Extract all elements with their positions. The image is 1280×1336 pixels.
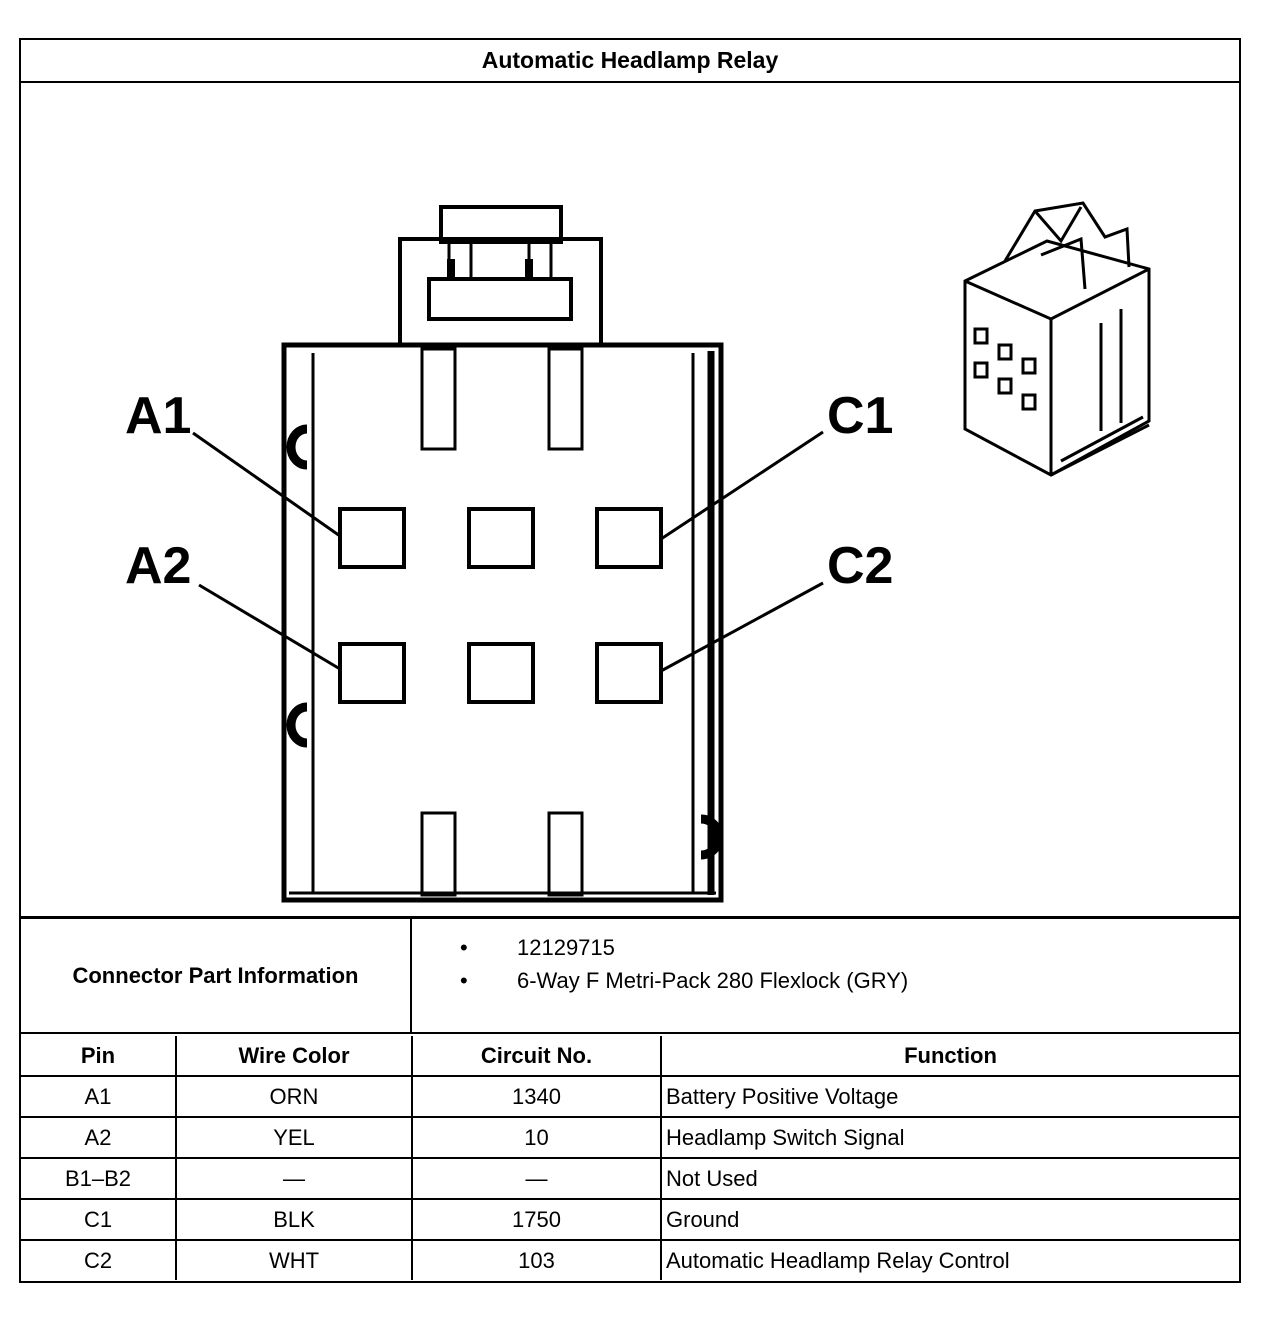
cell-function: Headlamp Switch Signal [660,1116,1239,1159]
table-row: B1–B2 — — Not Used [21,1157,1239,1200]
cell-function: Automatic Headlamp Relay Control [660,1239,1239,1280]
pin-label-a2: A2 [125,537,191,595]
cavity-a1 [338,507,406,569]
cell-pin: B1–B2 [21,1157,177,1200]
cell-pin: C2 [21,1239,177,1280]
column-header-function: Function [660,1036,1239,1077]
connector-body [281,342,724,903]
column-header-wire-color: Wire Color [175,1036,413,1077]
cell-circuit: — [411,1157,662,1200]
cell-pin: C1 [21,1198,177,1241]
connector-drawing: A1 A2 C1 C2 [21,83,1239,915]
connector-info-item: • 6-Way F Metri-Pack 280 Flexlock (GRY) [412,964,1239,997]
connector-info-item: • 12129715 [412,931,1239,964]
connector-info-label: Connector Part Information [21,919,412,1032]
bullet-icon: • [460,968,468,993]
table-row: A1 ORN 1340 Battery Positive Voltage [21,1075,1239,1118]
connector-isometric-view [963,201,1151,477]
cell-function: Battery Positive Voltage [660,1075,1239,1118]
cell-wire-color: YEL [175,1116,413,1159]
connector-info-list: • 12129715 • 6-Way F Metri-Pack 280 Flex… [412,919,1239,1032]
cell-function: Not Used [660,1157,1239,1200]
cell-wire-color: BLK [175,1198,413,1241]
cell-wire-color: — [175,1157,413,1200]
bullet-icon: • [460,935,468,960]
cell-circuit: 103 [411,1239,662,1280]
cell-wire-color: WHT [175,1239,413,1280]
latch-tab [439,205,563,244]
column-header-circuit: Circuit No. [411,1036,662,1077]
cavity-c1 [595,507,663,569]
column-header-pin: Pin [21,1036,177,1077]
cell-wire-color: ORN [175,1075,413,1118]
cavity-c2 [595,642,663,704]
pin-label-a1: A1 [125,387,191,445]
cell-circuit: 1750 [411,1198,662,1241]
table-header-row: Pin Wire Color Circuit No. Function [21,1036,1239,1077]
connector-face-svg: A1 A2 C1 C2 [125,201,1151,903]
cell-circuit: 1340 [411,1075,662,1118]
pin-label-c2: C2 [827,537,893,595]
cavity-b2 [467,642,535,704]
table-row: A2 YEL 10 Headlamp Switch Signal [21,1116,1239,1159]
table-row: C1 BLK 1750 Ground [21,1198,1239,1241]
table-row: C2 WHT 103 Automatic Headlamp Relay Cont… [21,1239,1239,1280]
pin-label-c1: C1 [827,387,893,445]
pin-table: Pin Wire Color Circuit No. Function A1 O… [21,1036,1239,1280]
cell-function: Ground [660,1198,1239,1241]
diagram-title: Automatic Headlamp Relay [21,40,1239,83]
cell-pin: A1 [21,1075,177,1118]
cell-circuit: 10 [411,1116,662,1159]
cavity-a2 [338,642,406,704]
cavity-b1 [467,507,535,569]
connector-part-info: Connector Part Information • 12129715 • … [21,916,1239,1034]
cell-pin: A2 [21,1116,177,1159]
connector-diagram-frame: Automatic Headlamp Relay [19,38,1241,1283]
